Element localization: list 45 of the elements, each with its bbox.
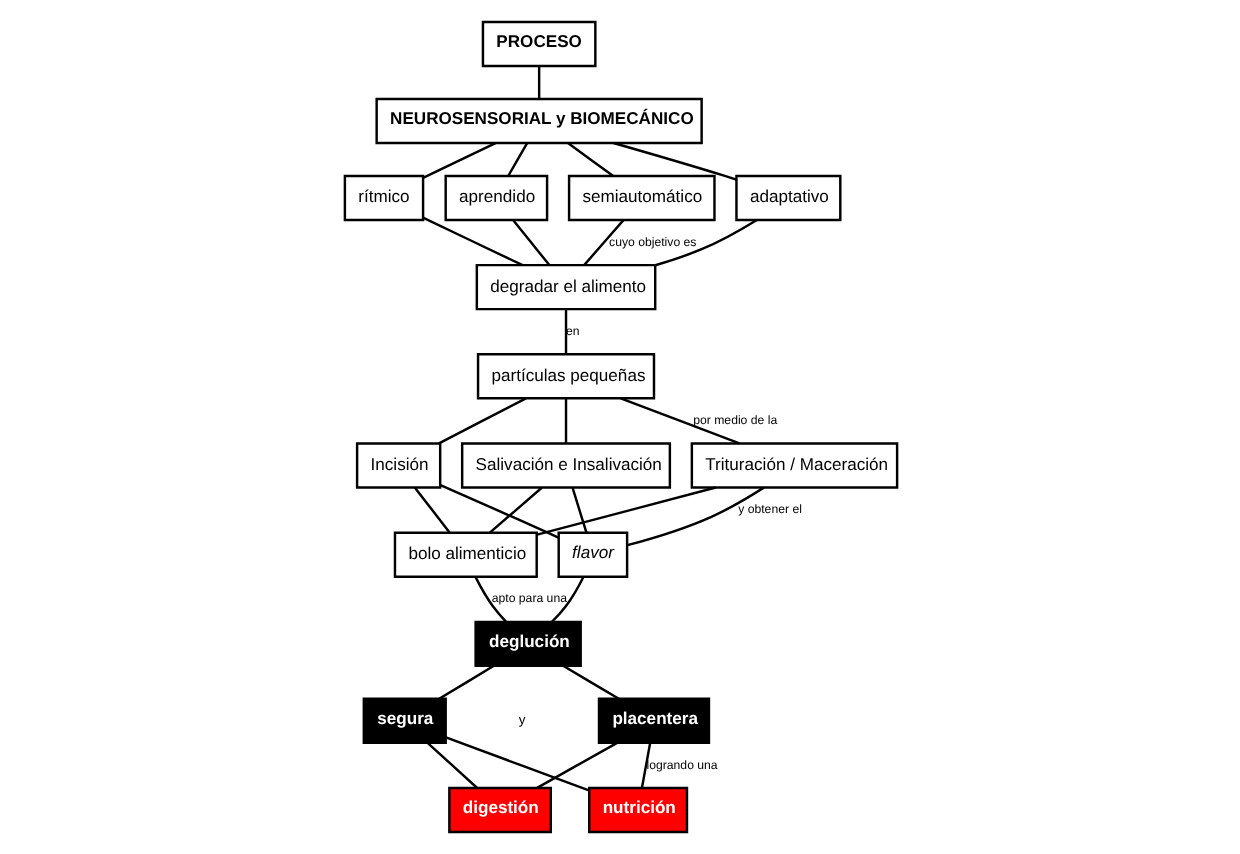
connector xyxy=(439,483,558,539)
connector xyxy=(550,576,584,623)
node-box: bolo alimenticio xyxy=(392,531,537,578)
connector xyxy=(473,576,506,623)
node-box: partículas pequeñas xyxy=(475,353,655,400)
node-box: degradar el alimento xyxy=(474,263,656,311)
connector xyxy=(535,486,716,536)
connector xyxy=(654,218,757,267)
node-box: rítmico xyxy=(342,174,424,222)
connector xyxy=(535,741,617,789)
connector xyxy=(566,142,613,177)
connector xyxy=(437,397,526,445)
node-box: adaptativo xyxy=(734,174,841,222)
connector xyxy=(421,216,522,267)
connector xyxy=(563,309,567,355)
node-box: digestión xyxy=(447,786,551,834)
connector xyxy=(426,742,477,789)
node-box: flavor xyxy=(556,531,628,578)
connector xyxy=(437,665,494,700)
connector xyxy=(444,736,589,792)
node-box: Incisión xyxy=(354,442,441,489)
connector xyxy=(639,742,651,789)
node-box: aprendido xyxy=(443,174,548,222)
connector xyxy=(561,664,619,700)
node-box: segura xyxy=(361,697,446,745)
connector xyxy=(511,219,550,266)
connector xyxy=(582,219,624,266)
connector xyxy=(536,66,540,99)
connector xyxy=(422,142,496,179)
connector xyxy=(412,486,450,534)
node-box: deglución xyxy=(473,620,581,668)
connector xyxy=(506,142,528,177)
node-box: Trituración / Maceración xyxy=(689,442,898,489)
connector xyxy=(563,398,567,444)
node-box: placentera xyxy=(596,697,710,745)
connector xyxy=(570,487,587,533)
node-box: Salivación e Insalivación xyxy=(459,442,671,489)
node-box: NEUROSENSORIAL y BIOMECÁNICO xyxy=(374,97,702,145)
node-box: semiautomático xyxy=(566,174,715,222)
connector xyxy=(612,141,736,181)
connector xyxy=(626,486,764,547)
node-box: nutrición xyxy=(587,786,688,834)
connector xyxy=(619,397,739,445)
node-box: PROCESO xyxy=(480,20,596,68)
connector xyxy=(488,486,542,534)
